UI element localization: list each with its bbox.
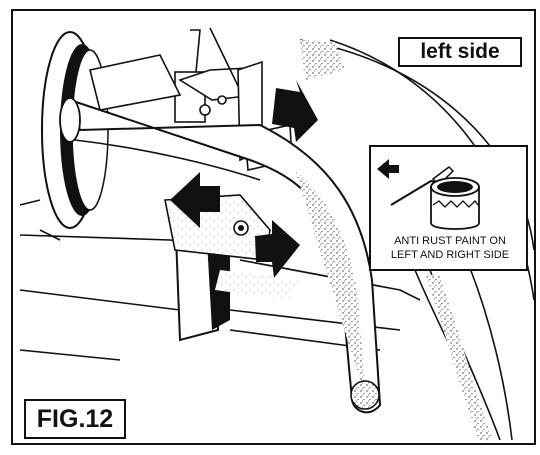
paint-inset-box bbox=[369, 145, 528, 271]
arrow-left-icon bbox=[377, 159, 399, 179]
arrow-left-center bbox=[170, 172, 220, 228]
rust-shading-upper bbox=[300, 40, 345, 80]
inset-caption: ANTI RUST PAINT ON LEFT AND RIGHT SIDE bbox=[375, 234, 525, 262]
arrow-upper-right bbox=[272, 80, 318, 142]
rust-shading-mid bbox=[215, 270, 300, 300]
inset-caption-line-2: LEFT AND RIGHT SIDE bbox=[390, 249, 510, 261]
paint-can-illustration bbox=[377, 159, 480, 230]
inset-caption-line-1: ANTI RUST PAINT ON bbox=[394, 235, 506, 247]
handle-tube bbox=[59, 97, 382, 414]
wheel-shading bbox=[426, 275, 492, 440]
arrow-right-center bbox=[255, 220, 300, 278]
paint-can-icon bbox=[430, 177, 480, 230]
figure-frame bbox=[11, 9, 536, 445]
figure-label: FIG.12 bbox=[24, 399, 126, 439]
side-label: left side bbox=[398, 37, 522, 67]
